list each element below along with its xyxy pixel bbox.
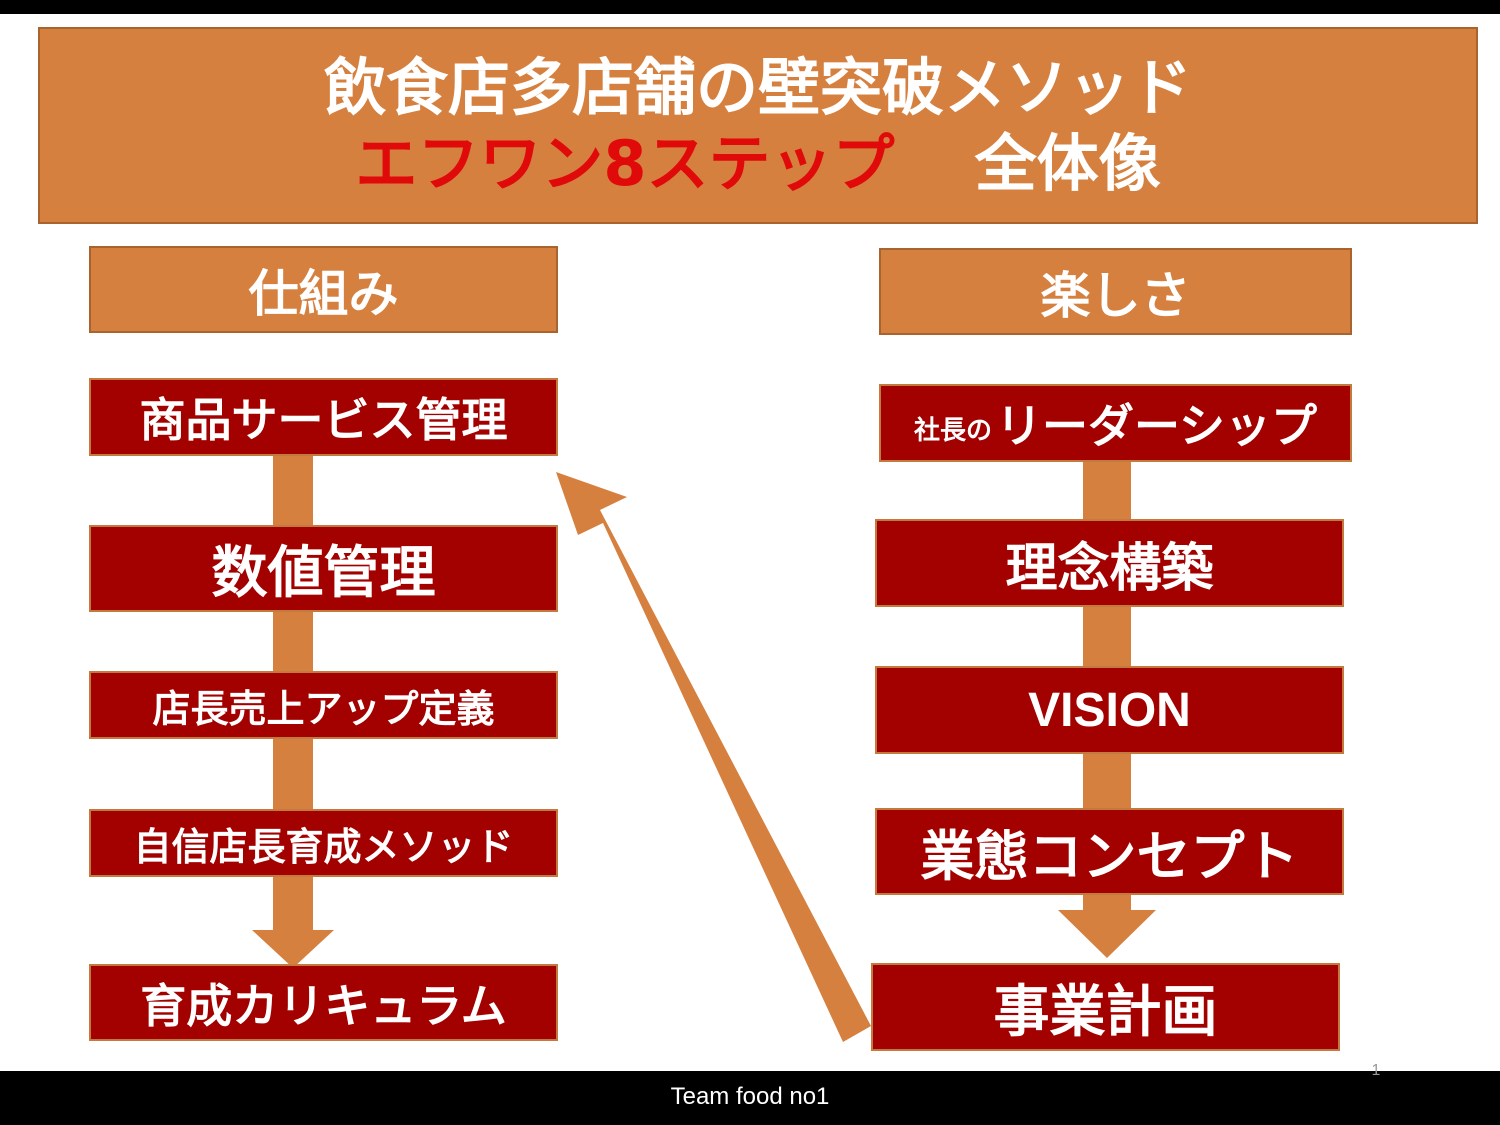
title-highlight: エフワン8ステップ (355, 126, 895, 200)
right-step-4: 業態コンセプト (875, 808, 1344, 895)
footer-text: Team food no1 (670, 1083, 830, 1110)
left-step-4: 自信店長育成メソッド (89, 809, 558, 877)
left-step-5: 育成カリキュラム (89, 964, 558, 1041)
return-diagonal-arrow (556, 472, 871, 1042)
page-number: 1 (1371, 1062, 1381, 1079)
right-column-header: 楽しさ (879, 248, 1352, 335)
left-step-1: 商品サービス管理 (89, 378, 558, 456)
footer-bar (0, 1071, 1500, 1125)
right-step-2: 理念構築 (875, 519, 1344, 607)
title-banner: 飲食店多店舗の壁突破メソッド エフワン8ステップ 全体像 (38, 27, 1478, 224)
right-step-1-prefix: 社長の (913, 415, 992, 446)
left-column-header: 仕組み (89, 246, 558, 333)
right-step-1-label: リーダーシップ (995, 399, 1318, 453)
title-rest: 全体像 (974, 126, 1161, 200)
title-main: 飲食店多店舗の壁突破メソッド (323, 50, 1192, 124)
right-step-3: VISION (875, 666, 1344, 754)
title-sub: エフワン8ステップ 全体像 (355, 126, 1160, 202)
left-step-3: 店長売上アップ定義 (89, 671, 558, 739)
right-step-1: 社長のリーダーシップ (879, 384, 1352, 462)
left-step-2: 数値管理 (89, 525, 558, 612)
right-step-5: 事業計画 (871, 963, 1340, 1051)
top-border-bar (0, 0, 1500, 14)
